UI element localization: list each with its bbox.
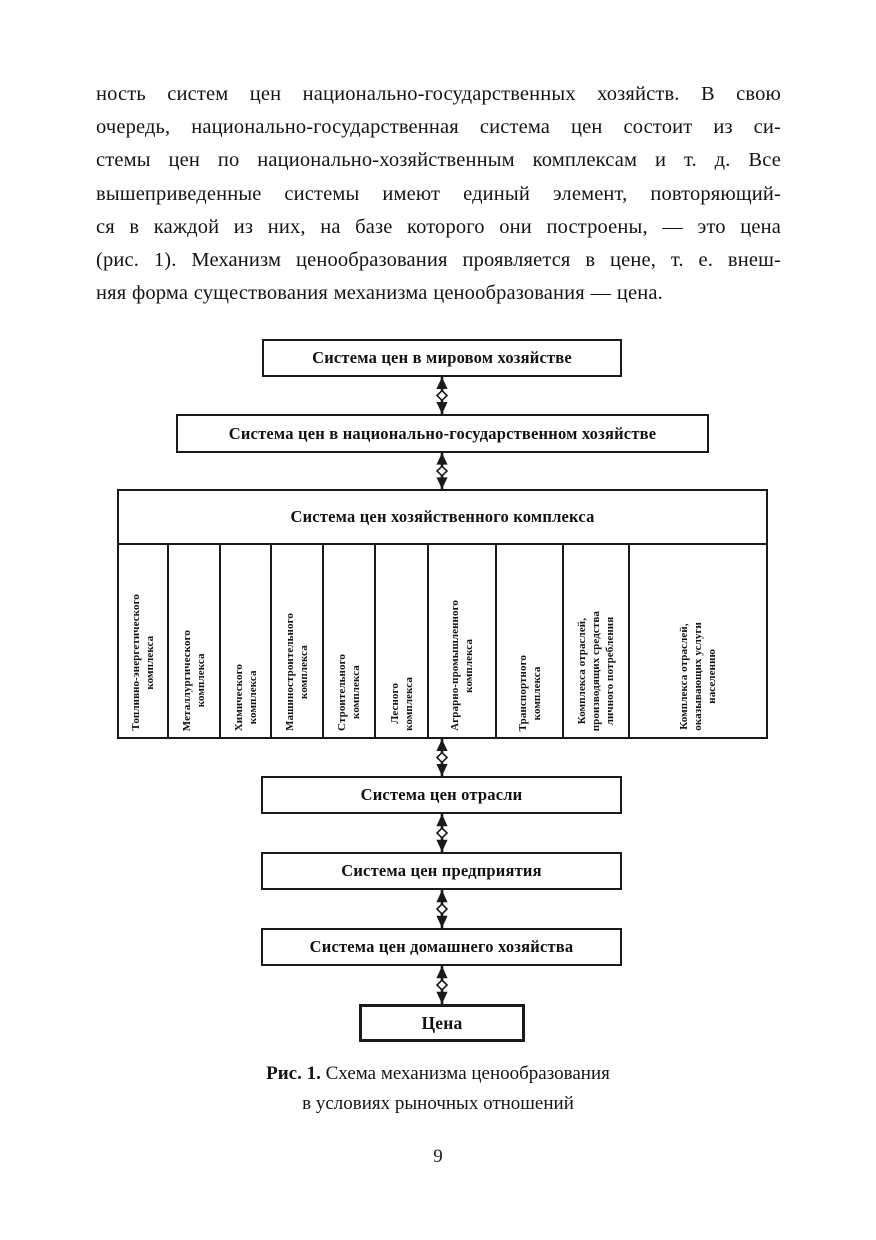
complex-column-chemical: Химического комплекса	[221, 545, 272, 737]
complex-column-label: Металлургического комплекса	[181, 629, 207, 731]
complex-column-construction: Строительного комплекса	[324, 545, 376, 737]
complex-column-label: Топливно-энергетического комплекса	[130, 594, 156, 731]
complex-column-label: Лесного комплекса	[388, 677, 415, 731]
figure-caption: Рис. 1. Схема механизма ценообразования …	[0, 1059, 876, 1119]
body-paragraph: ность систем цен национально-государстве…	[96, 78, 781, 310]
complex-column-forestry: Лесного комплекса	[376, 545, 429, 737]
paragraph-line: (рис. 1). Механизм ценообразования прояв…	[96, 249, 781, 272]
connector-arrow-complex-branch	[431, 739, 453, 776]
complex-column-population-services: Комплекса отраслей, оказывающих услуги н…	[630, 545, 766, 737]
paragraph-line: няя форма существования механизма ценооб…	[96, 282, 663, 305]
figure-caption-line-1: Рис. 1. Схема механизма ценообразования	[0, 1059, 876, 1089]
node-branch-price-system: Система цен отрасли	[261, 776, 622, 814]
figure-caption-line-2: в условиях рыночных отношений	[302, 1093, 574, 1114]
complex-column-metallurgy: Металлургического комплекса	[169, 545, 221, 737]
complex-column-label: Машиностроительного комплекса	[284, 613, 310, 731]
complex-column-fuel-energy: Топливно-энергетического комплекса	[119, 545, 169, 737]
connector-arrow-world-national	[431, 377, 453, 414]
complex-column-consumer-goods: Комплекса отраслей, производящих средств…	[564, 545, 630, 737]
paragraph-line: очередь, национально-государственная сис…	[96, 116, 781, 139]
paragraph-line: ся в каждой из них, на базе которого они…	[96, 215, 781, 238]
figure-caption-text: Схема механизма ценообразования	[320, 1063, 610, 1084]
complex-column-agro-industrial: Аграрно-промышленного комплекса	[429, 545, 497, 737]
node-world-price-system: Система цен в мировом хозяйстве	[262, 339, 622, 377]
node-household-price-system: Система цен домашнего хозяйства	[261, 928, 622, 966]
page-number: 9	[433, 1146, 443, 1167]
pricing-mechanism-diagram: Система цен в мировом хозяйстве Система …	[0, 325, 876, 1055]
complex-column-label: Комплекса отраслей, производящих средств…	[576, 610, 616, 731]
complex-column-label: Аграрно-промышленного комплекса	[449, 600, 475, 731]
connector-arrow-enterprise-household	[431, 890, 453, 928]
complex-column-label: Комплекса отраслей, оказывающих услуги н…	[678, 622, 718, 731]
connector-arrow-branch-enterprise	[431, 814, 453, 852]
complex-column-label: Химического комплекса	[232, 663, 259, 731]
node-price: Цена	[359, 1004, 525, 1042]
complex-block-header: Система цен хозяйственного комплекса	[119, 491, 766, 545]
complex-column-transport: Транспортного комплекса	[497, 545, 564, 737]
connector-arrow-household-price	[431, 966, 453, 1004]
complex-column-group: Топливно-энергетического комплекса Метал…	[119, 545, 766, 737]
complex-column-label: Строительного комплекса	[336, 654, 362, 731]
paragraph-line: вышеприведенные системы имеют единый эле…	[96, 182, 781, 205]
figure-caption-label: Рис. 1.	[266, 1063, 321, 1084]
connector-arrow-national-complex	[431, 453, 453, 489]
complex-column-label: Транспортного комплекса	[516, 654, 543, 731]
complex-column-machine-building: Машиностроительного комплекса	[272, 545, 324, 737]
node-enterprise-price-system: Система цен предприятия	[261, 852, 622, 890]
node-national-price-system: Система цен в национально-государственно…	[176, 414, 709, 453]
paragraph-line: ность систем цен национально-государстве…	[96, 83, 781, 105]
complex-price-system-block: Система цен хозяйственного комплекса Топ…	[117, 489, 768, 739]
paragraph-line: стемы цен по национально-хозяйственным к…	[96, 149, 781, 172]
